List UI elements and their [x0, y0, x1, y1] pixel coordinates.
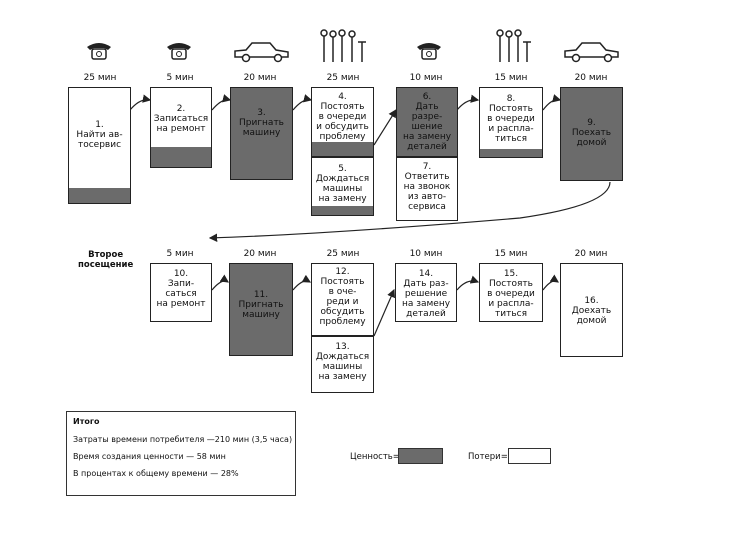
summary-total-time: Затраты времени потребителя —210 мин (3,… — [73, 435, 293, 444]
legend-value-swatch — [398, 448, 443, 464]
time-label: 15 мин — [494, 249, 528, 259]
step-box: 14. Дать раз- решение на замену деталей — [395, 263, 457, 322]
time-label: 20 мин — [574, 73, 608, 83]
legend-value-label: Ценность= — [350, 452, 400, 462]
time-label: 10 мин — [409, 249, 443, 259]
time-label: 15 мин — [494, 73, 528, 83]
time-label: 10 мин — [409, 73, 443, 83]
time-label: 5 мин — [166, 73, 194, 83]
step-box: 11. Пригнать машину — [229, 263, 293, 356]
phone-icon — [167, 43, 191, 60]
step-box: 1. Найти ав- тосервис — [68, 87, 131, 204]
time-label: 25 мин — [326, 73, 360, 83]
summary-box: Итого Затраты времени потребителя —210 м… — [66, 411, 296, 496]
step-box: 8. Постоять в очереди и распла- титься — [479, 87, 543, 158]
phone-icon — [87, 43, 111, 60]
legend-waste-swatch — [508, 448, 551, 464]
step-box: 2. Записаться на ремонт — [150, 87, 212, 168]
car-icon — [564, 42, 619, 63]
time-label: 20 мин — [243, 249, 277, 259]
time-label: 5 мин — [166, 249, 194, 259]
step-box: 7. Ответить на звонок из авто- сервиса — [396, 157, 458, 221]
step-box: 3. Пригнать машину — [230, 87, 293, 180]
phone-icon — [417, 43, 441, 60]
time-label: 20 мин — [243, 73, 277, 83]
queue-people-icon — [320, 29, 366, 62]
step-box: 13. Дождаться машины на замену — [311, 336, 374, 393]
second-visit-label: Второе посещение — [78, 250, 134, 270]
step-box: 12. Постоять в оче- реди и обсудить проб… — [311, 263, 374, 336]
step-box: 6. Дать разре- шение на замену деталей — [396, 87, 458, 157]
summary-value-time: Время создания ценности — 58 мин — [73, 452, 226, 461]
time-label: 20 мин — [574, 249, 608, 259]
step-box: 5. Дождаться машины на замену — [311, 157, 374, 216]
legend-waste-label: Потери= — [468, 452, 508, 462]
step-box: 15. Постоять в очереди и распла- титься — [479, 263, 543, 322]
time-label: 25 мин — [326, 249, 360, 259]
step-box: 9. Поехать домой — [560, 87, 623, 181]
summary-value-percent: В процентах к общему времени — 28% — [73, 469, 239, 478]
car-icon — [234, 42, 289, 63]
queue-people-icon — [496, 29, 531, 62]
time-label: 25 мин — [83, 73, 117, 83]
summary-title: Итого — [73, 417, 100, 426]
step-box: 16. Доехать домой — [560, 263, 623, 357]
step-box: 10. Запи- саться на ремонт — [150, 263, 212, 322]
step-box: 4. Постоять в очереди и обсудить проблем… — [311, 87, 374, 157]
